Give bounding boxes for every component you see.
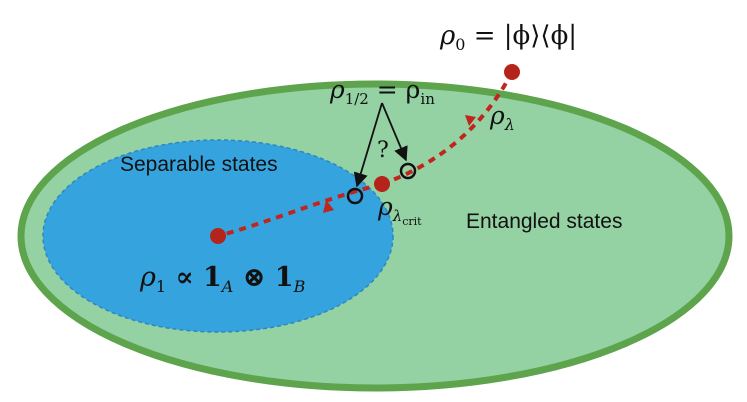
rho1-label: ρ1 ∝ 𝟏A ⊗ 𝟏B <box>139 262 306 296</box>
rho-crit-marker <box>374 176 390 192</box>
rho0-marker <box>504 64 520 80</box>
rho-crit-label: ρλcrit <box>377 192 422 228</box>
direction-arrow-lower <box>323 200 334 213</box>
rho0-label: ρ0 = |ϕ⟩⟨ϕ| <box>439 21 577 54</box>
question-mark: ? <box>377 138 389 163</box>
rho1-marker <box>210 228 226 244</box>
path-upper <box>381 71 514 186</box>
separable-states-label: Separable states <box>120 153 278 176</box>
candidate-state-left-marker <box>346 187 364 205</box>
arrow-to-rho-half-left <box>353 102 383 188</box>
entangled-states-label: Entangled states <box>466 210 622 233</box>
arrow-to-rho-half-right <box>381 102 408 162</box>
direction-arrow-upper <box>465 115 476 126</box>
candidate-state-right-marker <box>399 162 417 180</box>
rho-half-label: ρ1/2 = ρin <box>329 75 435 108</box>
rho-lambda-label: ρλ <box>489 101 515 134</box>
